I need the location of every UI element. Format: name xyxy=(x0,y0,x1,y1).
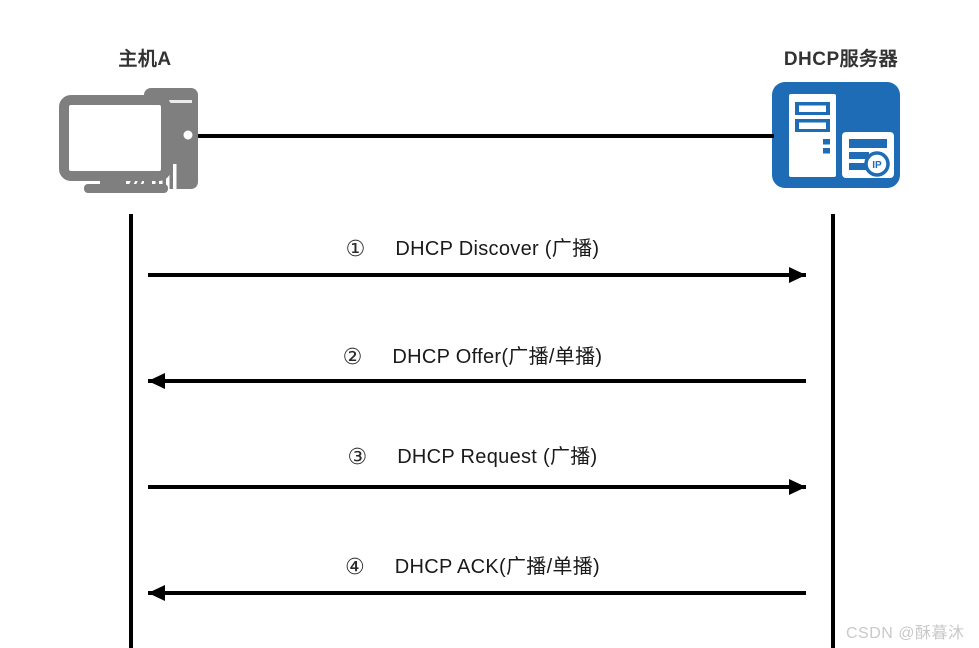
message-4-arrow-left xyxy=(148,591,806,595)
host-a-label: 主机A xyxy=(118,49,172,70)
host-lifeline xyxy=(129,214,133,648)
message-2-arrow-left xyxy=(148,379,806,383)
message-1-arrow-right xyxy=(148,273,806,277)
message-3-step-badge: ③ xyxy=(347,444,368,469)
csdn-watermark: CSDN @酥暮沐 xyxy=(846,625,965,642)
message-1-text: DHCP Discover (广播) xyxy=(395,238,600,260)
dhcp-server-label: DHCP服务器 xyxy=(783,49,899,70)
message-3-label: ③ DHCP Request (广播) xyxy=(121,440,824,470)
dhcp-server-icon: IP xyxy=(772,82,900,193)
message-1-step-badge: ① xyxy=(345,236,366,261)
ip-badge-text: IP xyxy=(872,160,882,171)
server-lifeline xyxy=(831,214,835,648)
message-1-label: ① DHCP Discover (广播) xyxy=(121,232,824,262)
message-2-text: DHCP Offer(广播/单播) xyxy=(392,346,603,368)
message-4-label: ④ DHCP ACK(广播/单播) xyxy=(121,550,824,580)
network-link-line xyxy=(198,134,774,138)
desktop-computer-icon xyxy=(58,88,200,201)
message-3-arrow-right xyxy=(148,485,806,489)
message-4-text: DHCP ACK(广播/单播) xyxy=(394,556,600,578)
message-2-step-badge: ② xyxy=(342,344,363,369)
message-2-label: ② DHCP Offer(广播/单播) xyxy=(121,340,824,370)
message-4-step-badge: ④ xyxy=(345,554,365,579)
message-3-text: DHCP Request (广播) xyxy=(397,446,598,468)
